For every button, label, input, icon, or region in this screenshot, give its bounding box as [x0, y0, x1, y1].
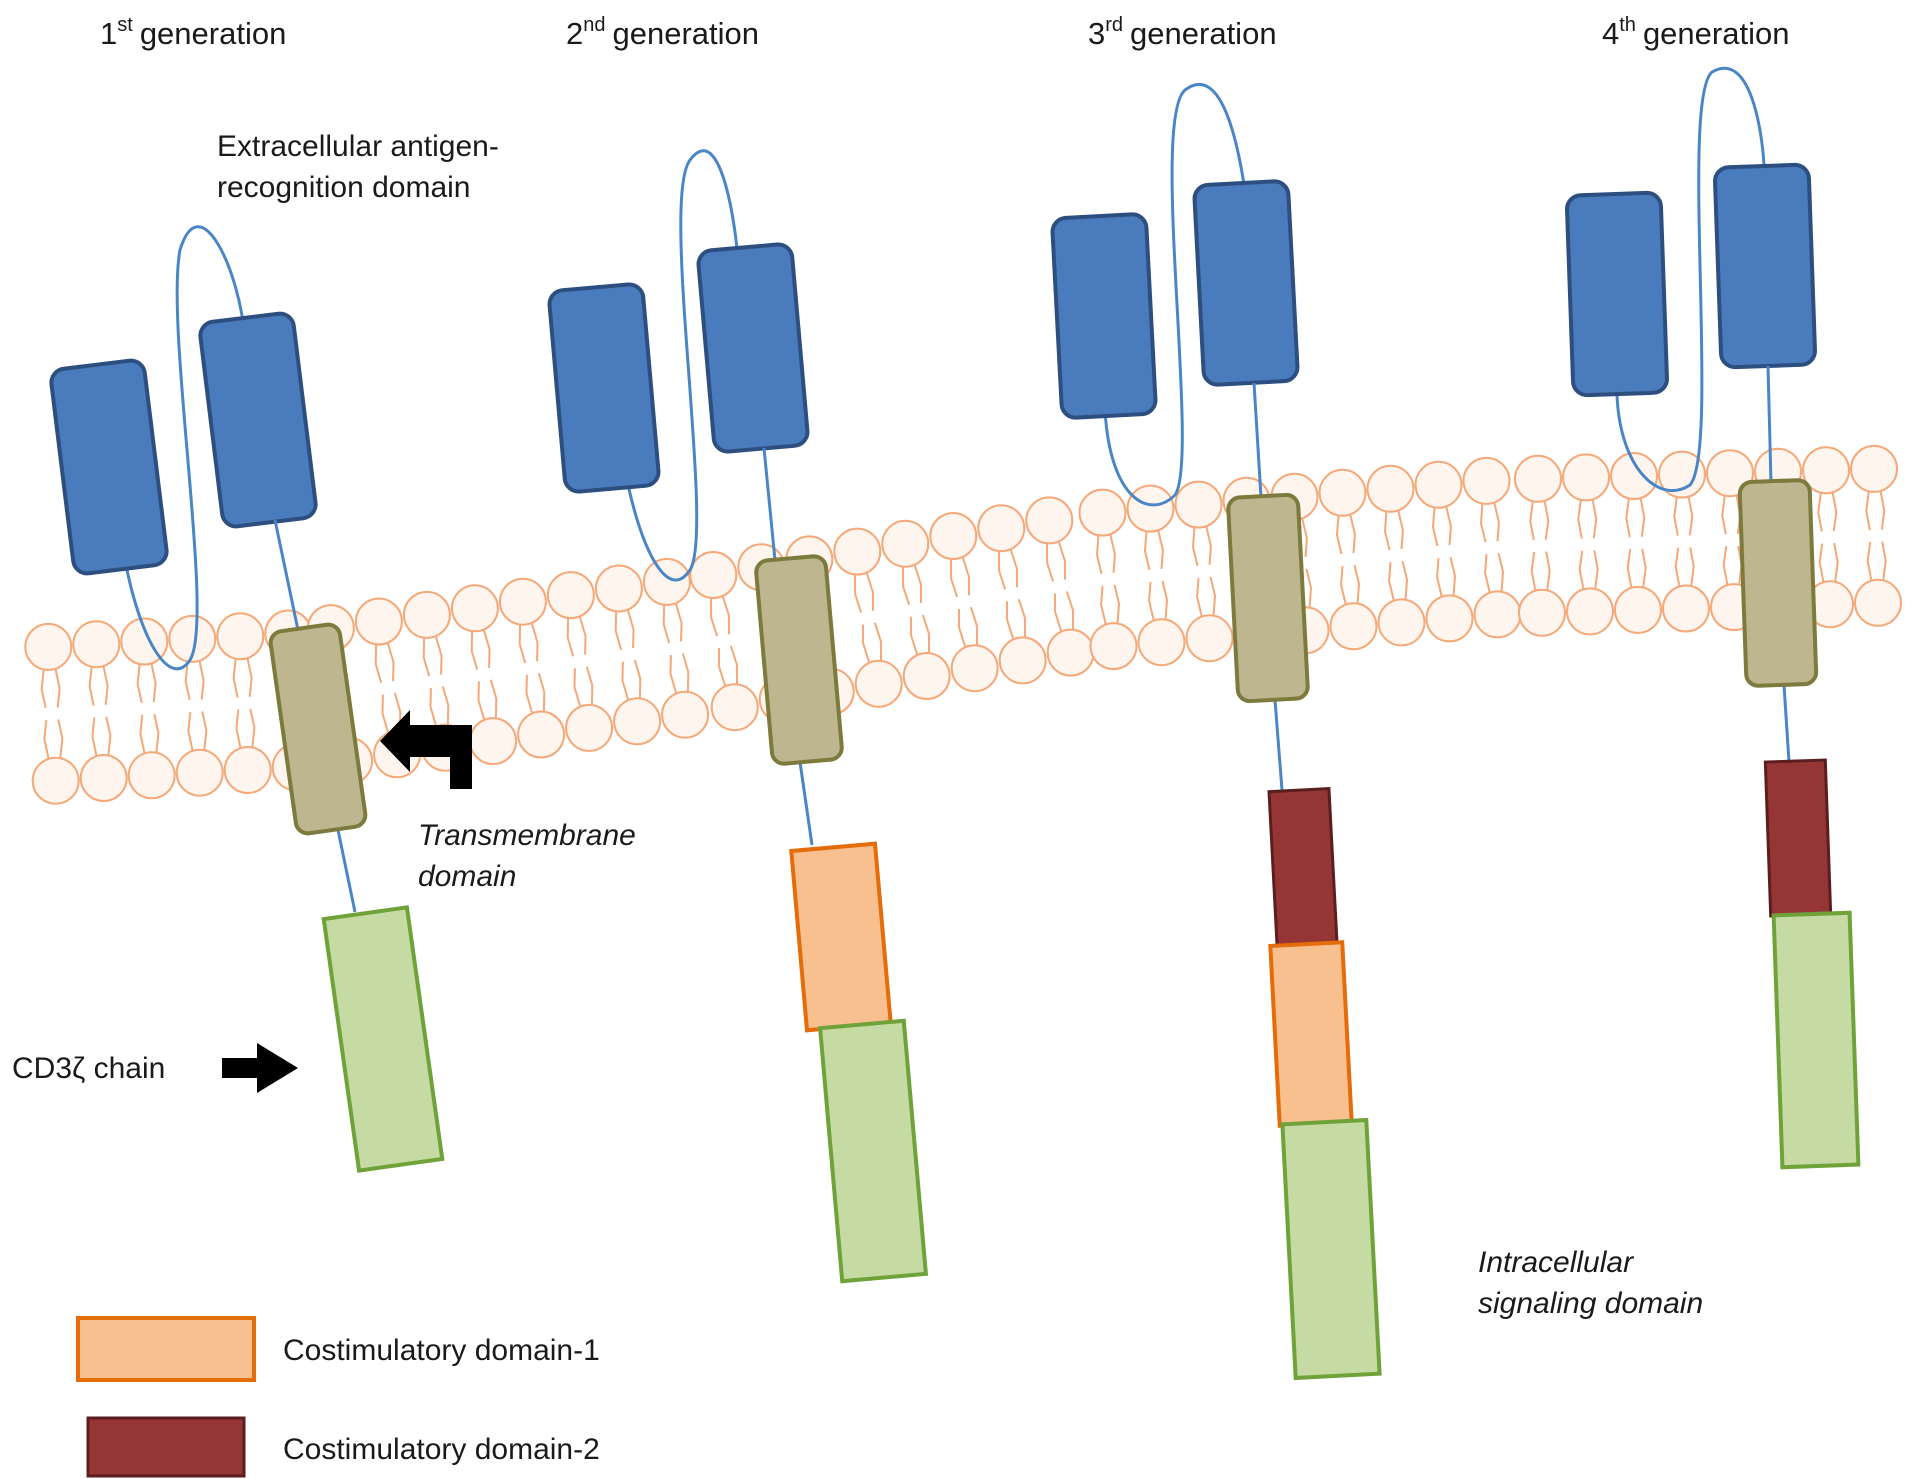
cd3z-chain-4 — [1771, 910, 1861, 1170]
linker-loop-2 — [626, 149, 740, 582]
transmembrane-domain-4 — [1737, 478, 1819, 688]
phospholipid — [929, 512, 999, 693]
phospholipid — [498, 577, 566, 759]
phospholipid — [1078, 488, 1138, 671]
transmembrane-elbow-arrow — [380, 710, 472, 789]
phospholipid — [833, 527, 903, 708]
phospholipid — [1025, 496, 1095, 677]
phospholipid — [216, 612, 272, 794]
phospholipid — [594, 564, 662, 746]
extracellular-domain-label-line2: recognition domain — [217, 171, 471, 204]
extracellular-domain-label-line1: Extracellular antigen- — [217, 130, 499, 163]
phospholipid — [1318, 468, 1378, 651]
stalk-4 — [1782, 684, 1791, 763]
legend-swatch-costim2 — [86, 1416, 246, 1478]
transmembrane-domain-3 — [1226, 492, 1310, 704]
transmembrane-domain-1 — [268, 622, 368, 836]
intracellular-domain-label-line1: Intracellular — [1478, 1246, 1634, 1279]
linker-loop-4 — [1615, 67, 1766, 492]
hinge-4 — [1766, 365, 1773, 484]
stalk-3 — [1273, 699, 1284, 791]
phospholipid — [881, 519, 951, 700]
transmembrane-domain-label-line2: domain — [418, 860, 516, 893]
costimulatory-domain-1-gen2 — [789, 841, 893, 1033]
stalk-1 — [336, 829, 357, 913]
phospholipid — [120, 617, 176, 800]
car-3rd-generation — [1050, 83, 1382, 1381]
transmembrane-domain-2 — [754, 554, 844, 766]
phospholipid — [1462, 456, 1522, 639]
phospholipid — [977, 504, 1047, 685]
hinge-2 — [762, 447, 777, 561]
linker-loop-1 — [123, 225, 247, 671]
legend: Costimulatory domain-1 Costimulatory dom… — [76, 1316, 600, 1478]
scfv-light-chain-1 — [49, 358, 169, 576]
phospholipid — [689, 551, 759, 732]
scfv-heavy-chain-2 — [696, 242, 810, 454]
linker-loop-3 — [1103, 83, 1247, 507]
phospholipid — [72, 620, 128, 802]
hinge-3 — [1252, 382, 1263, 498]
intracellular-domain-label-line2: signaling domain — [1478, 1287, 1703, 1320]
scfv-heavy-chain-3 — [1192, 179, 1300, 387]
scfv-light-chain-4 — [1565, 190, 1669, 398]
stalk-2 — [798, 761, 814, 846]
phospholipid — [168, 614, 224, 797]
transmembrane-domain-label-line1: Transmembrane — [418, 819, 636, 852]
cd3z-chain-1 — [321, 905, 445, 1173]
scfv-heavy-chain-4 — [1713, 162, 1817, 370]
phospholipid — [546, 571, 614, 752]
phospholipid — [1802, 446, 1854, 629]
car-4th-generation — [1565, 67, 1861, 1170]
phospholipid — [450, 584, 518, 766]
legend-label-costim1: Costimulatory domain-1 — [283, 1334, 600, 1367]
legend-swatch-costim1 — [76, 1316, 256, 1382]
legend-label-costim2: Costimulatory domain-2 — [283, 1433, 600, 1466]
scfv-light-chain-2 — [547, 282, 661, 494]
costimulatory-domain-2-gen4 — [1763, 758, 1833, 918]
hinge-1 — [273, 519, 300, 631]
cd3z-chain-3 — [1280, 1117, 1382, 1381]
phospholipid — [1658, 450, 1710, 633]
phospholipid — [1414, 460, 1474, 643]
phospholipid — [642, 557, 710, 739]
phospholipid — [1562, 453, 1614, 636]
cd3z-chain-label: CD3ζ chain — [12, 1052, 165, 1085]
scfv-light-chain-3 — [1050, 212, 1158, 420]
phospholipid — [1126, 484, 1186, 667]
car-1st-generation — [49, 225, 445, 1173]
costimulatory-domain-2-gen3 — [1267, 786, 1339, 948]
phospholipid — [1174, 480, 1234, 663]
cd3z-arrow — [222, 1043, 298, 1093]
phospholipid — [1850, 444, 1902, 627]
phospholipid — [24, 622, 80, 805]
phospholipid — [1514, 454, 1566, 637]
car-2nd-generation — [547, 149, 929, 1284]
costimulatory-domain-1-gen3 — [1268, 940, 1354, 1128]
scfv-heavy-chain-1 — [198, 311, 318, 529]
phospholipid — [1610, 452, 1662, 634]
cd3z-chain-2 — [817, 1018, 929, 1284]
phospholipid — [1366, 464, 1426, 647]
